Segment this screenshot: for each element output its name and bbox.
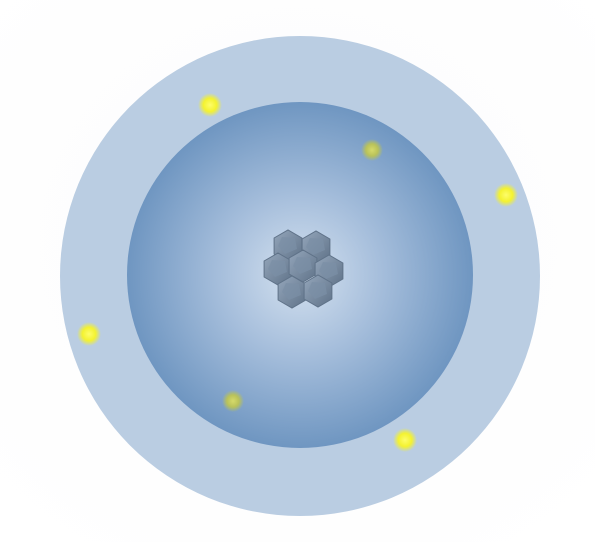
electron-outer-3 — [77, 322, 101, 346]
nucleus-particle — [288, 249, 318, 283]
nucleus-particle — [303, 274, 333, 308]
electron-inner-1 — [361, 139, 383, 161]
electrons — [77, 93, 518, 452]
nucleus-particle — [273, 229, 303, 263]
electron-outer-1 — [198, 93, 222, 117]
electron-inner-2 — [222, 390, 244, 412]
nucleus — [263, 229, 344, 309]
electron-outer-4 — [393, 428, 417, 452]
electron-outer-2 — [494, 183, 518, 207]
